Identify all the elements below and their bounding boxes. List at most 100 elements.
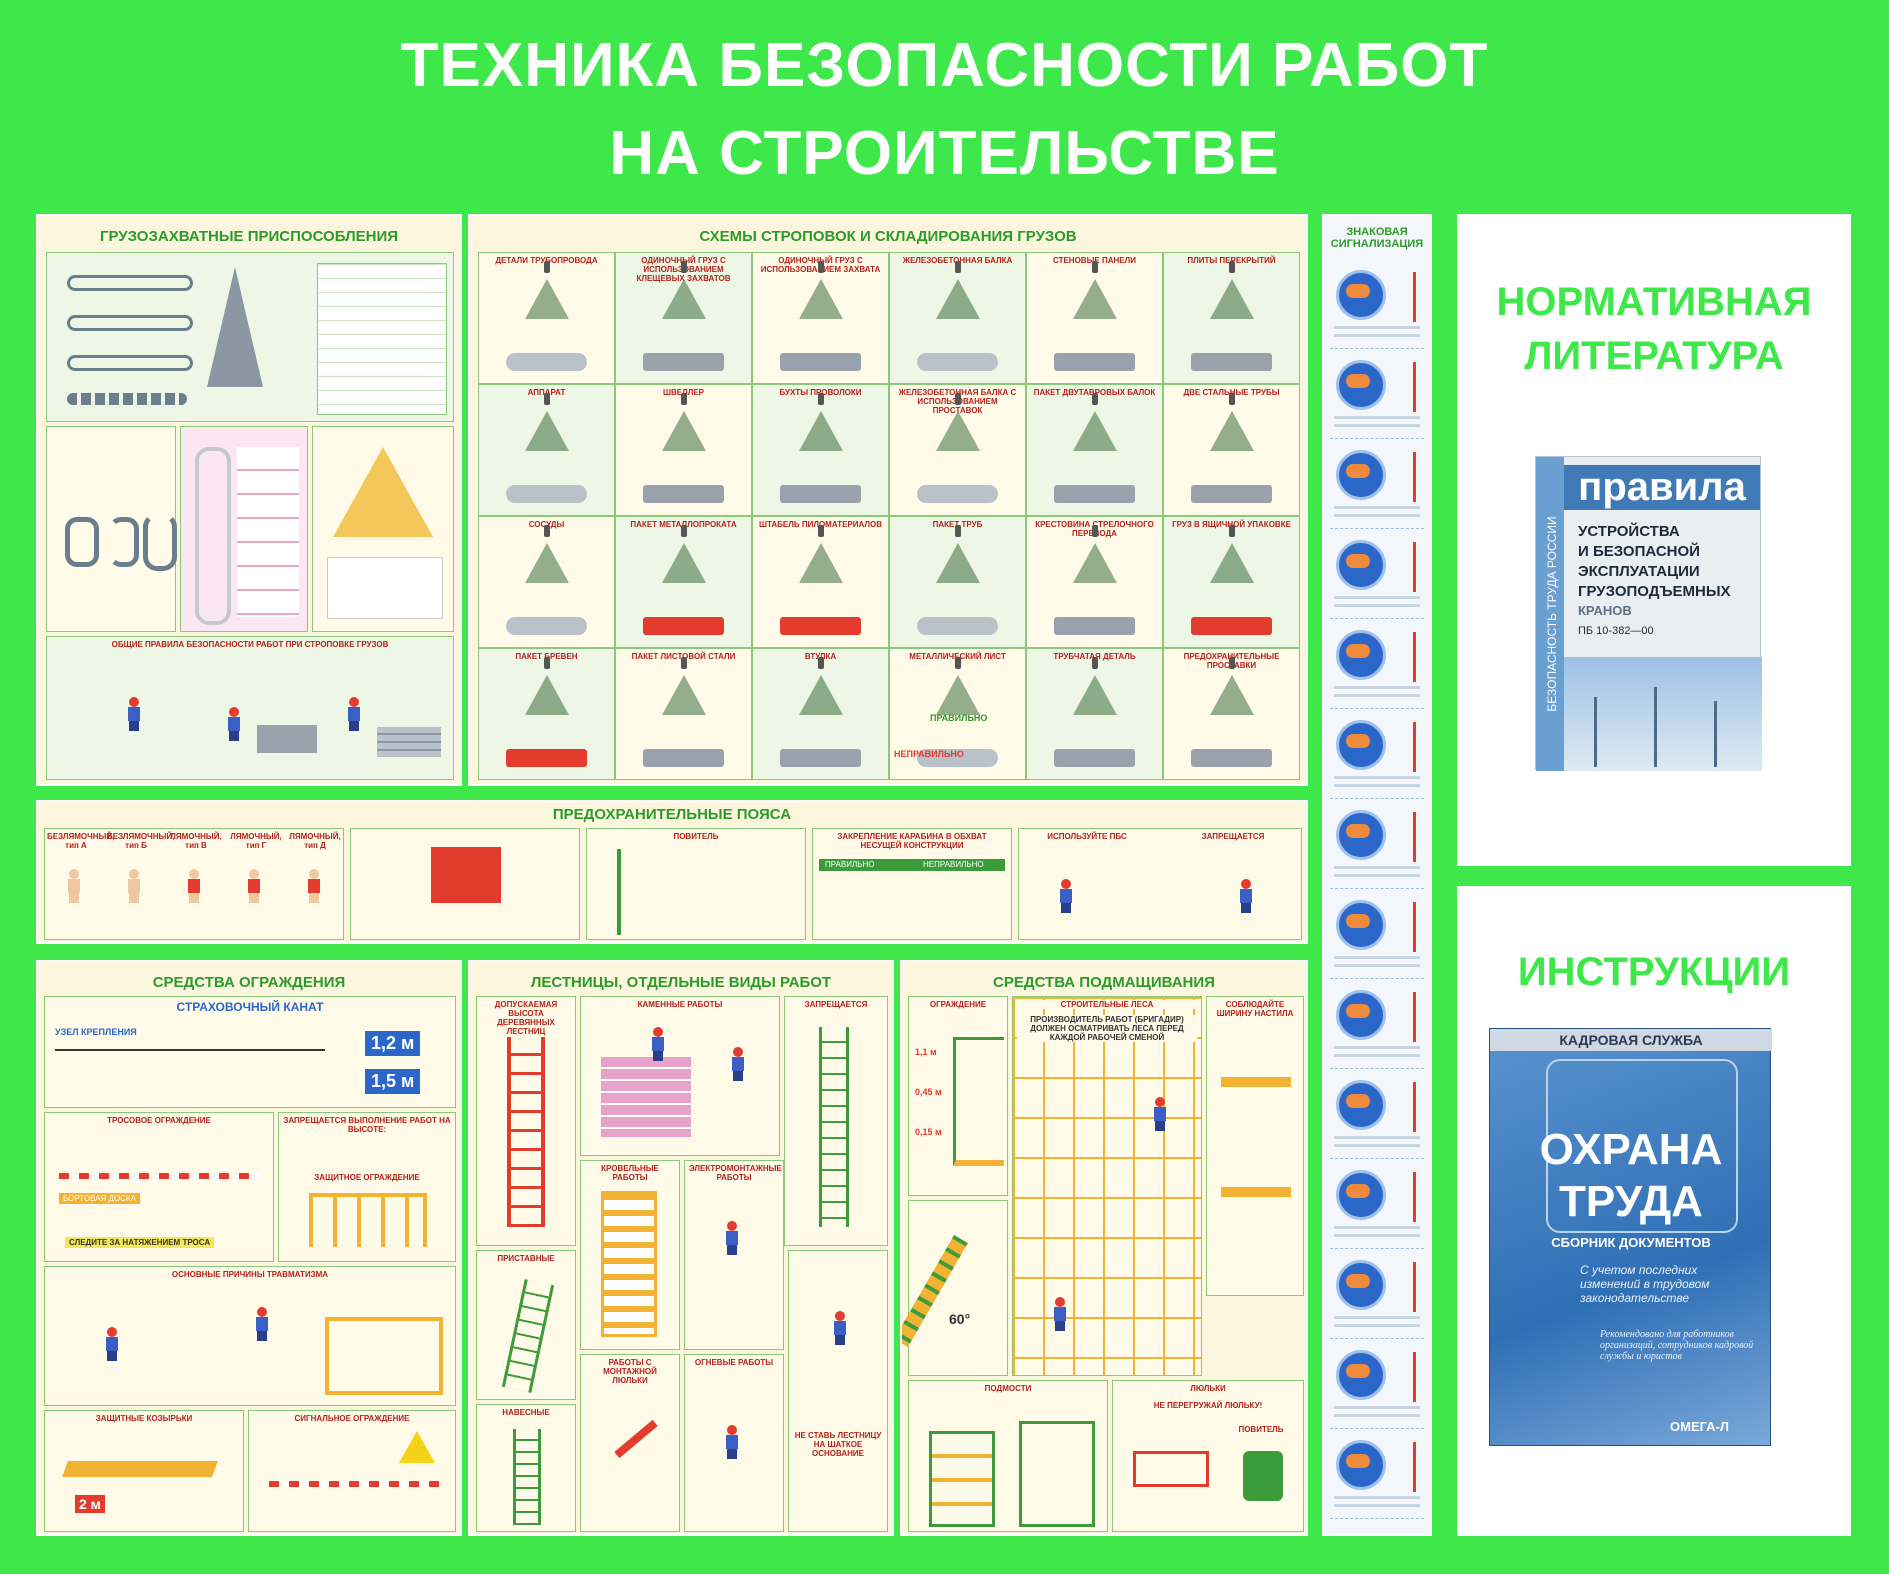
caption-line xyxy=(1334,1414,1420,1417)
hand-icon xyxy=(1346,1454,1370,1468)
crane-hook-icon xyxy=(817,657,824,669)
slider-label: ПОВИТЕЛЬ xyxy=(673,832,719,841)
attached-ladders-section: ПРИСТАВНЫЕ xyxy=(476,1250,576,1400)
slinging-cell-label: ДВЕ СТАЛЬНЫЕ ТРУБЫ xyxy=(1183,388,1280,397)
belt-type-label: БЕЗЛЯМОЧНЫЙ, тип А xyxy=(47,832,115,850)
crane-hook-icon xyxy=(1228,393,1235,405)
belt-type-label: ЛЯМОЧНЫЙ, тип Д xyxy=(289,832,341,850)
slinging-cell: ЖЕЛЕЗОБЕТОННАЯ БАЛКА xyxy=(889,252,1026,384)
sling-icon xyxy=(1209,675,1254,715)
brick-wall-icon xyxy=(601,1057,691,1137)
protective-fence-label: ЗАЩИТНОЕ ОГРАЖДЕНИЕ xyxy=(314,1173,420,1182)
chain-icon xyxy=(67,393,187,405)
load-icon xyxy=(1054,749,1135,767)
port-cranes-image xyxy=(1564,657,1762,771)
caption-line xyxy=(1334,1496,1420,1499)
sling-icon xyxy=(661,543,706,583)
crane-hook-icon xyxy=(1091,525,1098,537)
book-word: правила xyxy=(1564,465,1760,510)
caption-line xyxy=(1334,1324,1420,1327)
signal-fence-label: СИГНАЛЬНОЕ ОГРАЖДЕНИЕ xyxy=(294,1414,410,1423)
safety-rope-section: СТРАХОВОЧНЫЙ КАНАТ УЗЕЛ КРЕПЛЕНИЯ 1,2 м … xyxy=(44,996,456,1108)
sling-icon xyxy=(661,675,706,715)
sling-icon xyxy=(935,411,980,451)
slinging-cell-label: ШТАБЕЛЬ ПИЛОМАТЕРИАЛОВ xyxy=(758,520,883,529)
height-label: 0,45 м xyxy=(915,1087,942,1097)
keep-width-label: СОБЛЮДАЙТЕ ШИРИНУ НАСТИЛА xyxy=(1216,1000,1294,1018)
shaky-base-section: НЕ СТАВЬ ЛЕСТНИЦУ НА ШАТКОЕ ОСНОВАНИЕ xyxy=(788,1250,888,1532)
fastening-node-label: УЗЕЛ КРЕПЛЕНИЯ xyxy=(55,1027,137,1037)
rules-book[interactable]: БЕЗОПАСНОСТЬ ТРУДА РОССИИ правила УСТРОЙ… xyxy=(1535,456,1762,771)
slinging-cell: ПРЕДОХРАНИТЕЛЬНЫЕ ПРОСТАВКИ xyxy=(1163,648,1300,780)
carabiner-title: ЗАКРЕПЛЕНИЕ КАРАБИНА В ОБХВАТ НЕСУЩЕЙ КО… xyxy=(837,832,987,850)
ladder-icon xyxy=(507,1037,545,1227)
crane-hook-icon xyxy=(1228,657,1235,669)
crane-icon xyxy=(1413,542,1416,592)
caption-line xyxy=(1334,506,1420,509)
crane-icon xyxy=(1413,272,1416,322)
caption-line xyxy=(1334,596,1420,599)
slinging-cell: СОСУДЫ xyxy=(478,516,615,648)
height-badge: 1,2 м xyxy=(365,1031,421,1056)
platform-icon xyxy=(929,1431,995,1527)
geometry-section xyxy=(312,426,454,632)
hand-icon xyxy=(1346,1274,1370,1288)
slinging-cell: АППАРАТ xyxy=(478,384,615,516)
slinging-cell: ДВЕ СТАЛЬНЫЕ ТРУБЫ xyxy=(1163,384,1300,516)
sling-icon xyxy=(1072,543,1117,583)
sling-icon xyxy=(1209,543,1254,583)
poster-title: СРЕДСТВА ОГРАЖДЕНИЯ xyxy=(152,974,346,991)
sling-icon xyxy=(935,675,980,715)
signal-item xyxy=(1330,442,1424,529)
worker-icon xyxy=(105,1327,119,1361)
belt-type-label: ЛЯМОЧНЫЙ, тип В xyxy=(170,832,222,850)
signal-item xyxy=(1330,622,1424,709)
hand-icon xyxy=(1346,1094,1370,1108)
caption-line xyxy=(1334,424,1420,427)
slinging-cell: ТРУБЧАТАЯ ДЕТАЛЬ xyxy=(1026,648,1163,780)
warning-sign-icon xyxy=(399,1431,435,1463)
hand-icon xyxy=(1346,284,1370,298)
caption-line xyxy=(1334,686,1420,689)
slings-section xyxy=(46,252,454,422)
book-code: ПБ 10-382—00 xyxy=(1578,625,1654,637)
caption-line xyxy=(1334,1136,1420,1139)
page-title-line1: ТЕХНИКА БЕЗОПАСНОСТИ РАБОТ xyxy=(400,31,1489,100)
platform-icon xyxy=(1221,1187,1291,1197)
book-line: ЭКСПЛУАТАЦИИ xyxy=(1578,563,1700,580)
carabiner-section: ЗАКРЕПЛЕНИЕ КАРАБИНА В ОБХВАТ НЕСУЩЕЙ КО… xyxy=(812,828,1012,940)
sling-icon xyxy=(524,675,569,715)
slinging-cell-label: ПАКЕТ БРЕВЕН xyxy=(515,652,578,661)
crane-hook-icon xyxy=(680,525,687,537)
hanging-label: НАВЕСНЫЕ xyxy=(502,1408,550,1417)
caption-line xyxy=(1334,1406,1420,1409)
sling-icon xyxy=(798,279,843,319)
load-icon xyxy=(1191,617,1272,635)
fire-works-section: ОГНЕВЫЕ РАБОТЫ xyxy=(684,1354,784,1532)
caption-line xyxy=(1334,784,1420,787)
load-icon xyxy=(1191,485,1272,503)
labor-book[interactable]: КАДРОВАЯ СЛУЖБА ОХРАНА ТРУДА СБОРНИК ДОК… xyxy=(1489,1028,1772,1446)
load-icon xyxy=(1191,749,1272,767)
sling-icon xyxy=(1209,279,1254,319)
rope-fence-label: ТРОСОВОЕ ОГРАЖДЕНИЕ xyxy=(107,1116,211,1125)
crane-hook-icon xyxy=(817,525,824,537)
load-block-icon xyxy=(257,725,317,753)
load-icon xyxy=(643,353,724,371)
hook-icon xyxy=(109,517,139,567)
crane-hook-icon xyxy=(543,525,550,537)
slinging-cell: ПАКЕТ БРЕВЕН xyxy=(478,648,615,780)
lift-icon xyxy=(614,1419,658,1459)
worker-icon xyxy=(127,697,141,731)
slinging-cell: ПАКЕТ МЕТАЛЛОПРОКАТА xyxy=(615,516,752,648)
platforms-section: ПОДМОСТИ xyxy=(908,1380,1108,1532)
wooden-ladders-section: ДОПУСКАЕМАЯ ВЫСОТА ДЕРЕВЯННЫХ ЛЕСТНИЦ xyxy=(476,996,576,1246)
forbidden-section: ЗАПРЕЩАЕТСЯ ВЫПОЛНЕНИЕ РАБОТ НА ВЫСОТЕ: … xyxy=(278,1112,456,1262)
cradle-section: РАБОТЫ С МОНТАЖНОЙ ЛЮЛЬКИ xyxy=(580,1354,680,1532)
load-icon xyxy=(506,485,587,503)
load-icon xyxy=(643,485,724,503)
watch-tension-label: СЛЕДИТЕ ЗА НАТЯЖЕНИЕМ ТРОСА xyxy=(65,1237,215,1248)
load-icon xyxy=(780,617,861,635)
